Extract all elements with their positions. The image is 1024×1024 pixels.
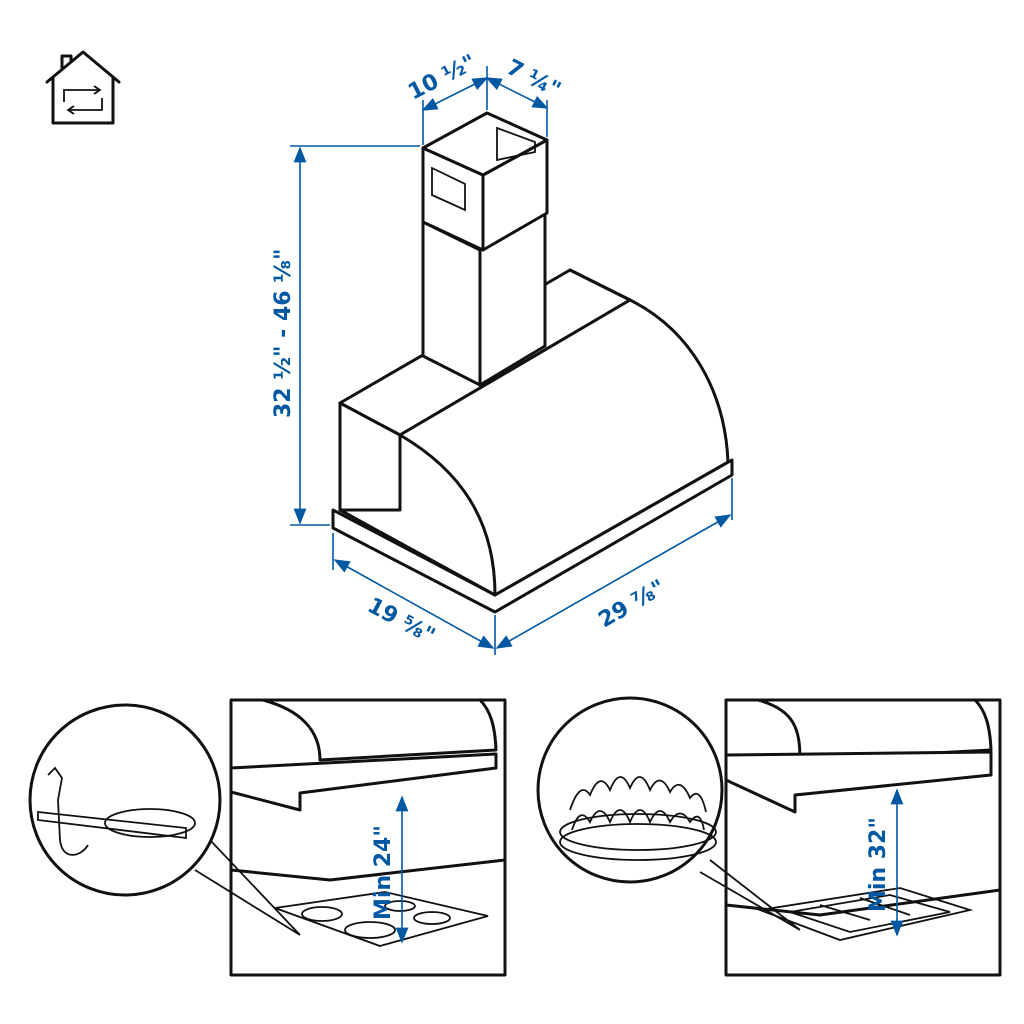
chimney-width-label: 10 ½"	[404, 50, 480, 105]
electric-cooktop-panel	[28, 698, 507, 977]
chimney-depth-label: 7 ¼"	[502, 55, 564, 103]
range-hood-drawing	[331, 111, 734, 614]
min-clearance-label-gas: Min 32"	[866, 817, 891, 912]
dimension-lines	[290, 66, 733, 655]
house-recirculation-icon	[45, 50, 121, 125]
hood-depth-label: 19 ⅝"	[363, 593, 439, 649]
hood-width-label: 29 ⅞"	[595, 575, 670, 633]
height-range-label: 32 ½" - 46 ⅛"	[271, 249, 296, 418]
min-clearance-label-electric: Min 24"	[371, 825, 396, 920]
gas-cooktop-panel	[536, 696, 1002, 977]
